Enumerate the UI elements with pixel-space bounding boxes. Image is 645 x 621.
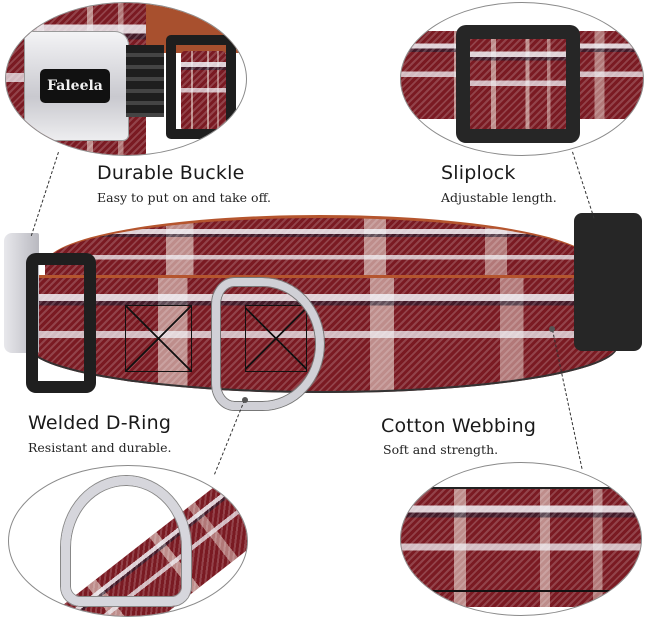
feature-subtitle-welded-d-ring: Resistant and durable. bbox=[28, 440, 172, 455]
pointer-dot-webbing bbox=[549, 326, 555, 332]
stitch-line bbox=[401, 590, 641, 592]
x-stitch-box bbox=[125, 305, 192, 372]
sliplock-main bbox=[574, 213, 642, 351]
brand-label: Faleela bbox=[47, 78, 103, 94]
d-ring-detail-inset bbox=[8, 465, 248, 617]
d-ring-icon bbox=[61, 476, 191, 606]
feature-title-cotton-webbing: Cotton Webbing bbox=[381, 415, 537, 437]
feature-subtitle-durable-buckle: Easy to put on and take off. bbox=[97, 190, 271, 205]
buckle-detail-inset: Faleela bbox=[5, 2, 247, 156]
buckle-clip bbox=[126, 45, 164, 117]
collar-main-image bbox=[0, 205, 645, 410]
leader-line-d-ring bbox=[214, 400, 245, 475]
plaid-fabric-inner bbox=[470, 39, 566, 129]
feature-title-sliplock: Sliplock bbox=[441, 162, 516, 184]
webbing-detail-inset bbox=[400, 462, 642, 616]
strap-loop bbox=[166, 35, 236, 139]
sliplock-icon bbox=[456, 25, 580, 143]
webbing-icon bbox=[401, 487, 641, 607]
d-ring-main bbox=[212, 278, 324, 410]
feature-title-welded-d-ring: Welded D-Ring bbox=[28, 412, 172, 434]
buckle-clip-main bbox=[26, 253, 96, 393]
plaid-fabric-roll bbox=[181, 51, 226, 131]
brand-plate: Faleela bbox=[40, 69, 110, 103]
pointer-dot-d-ring bbox=[242, 397, 248, 403]
sliplock-detail-inset bbox=[400, 2, 644, 156]
feature-subtitle-sliplock: Adjustable length. bbox=[441, 190, 557, 205]
feature-subtitle-cotton-webbing: Soft and strength. bbox=[383, 442, 499, 457]
buckle-icon: Faleela bbox=[24, 31, 129, 141]
feature-title-durable-buckle: Durable Buckle bbox=[97, 162, 245, 184]
